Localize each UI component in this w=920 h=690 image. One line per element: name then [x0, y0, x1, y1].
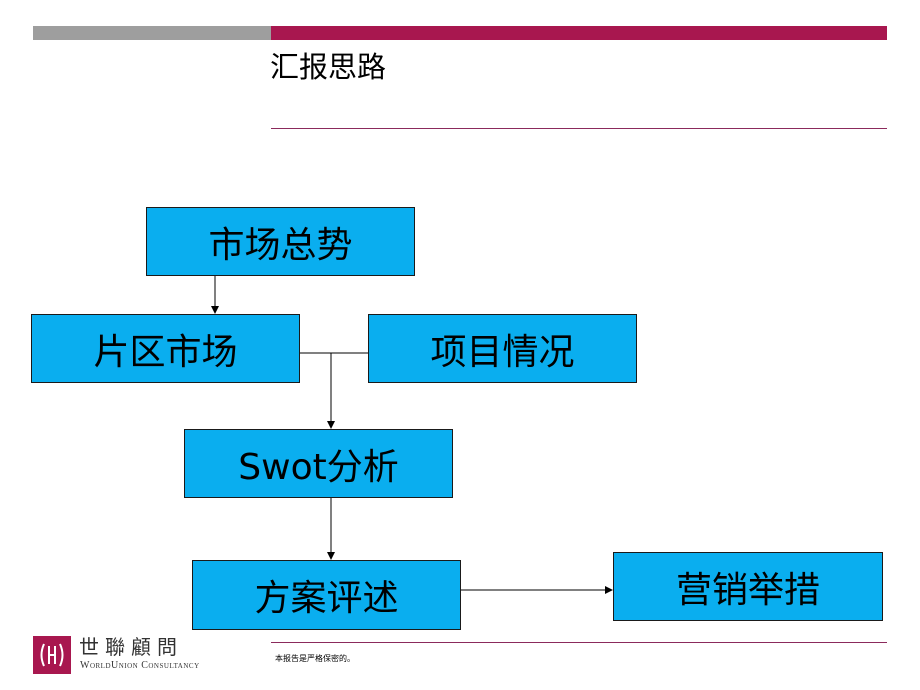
slide-title: 汇报思路 [270, 50, 387, 84]
node-plan-review: 方案评述 [192, 560, 461, 630]
node-swot-analysis: Swot分析 [184, 429, 453, 498]
header-bar-accent [271, 26, 887, 40]
node-project-status: 项目情况 [368, 314, 637, 383]
node-market-trend: 市场总势 [146, 207, 415, 276]
logo-chinese-name: 世聯顧問 [79, 635, 183, 659]
confidentiality-note: 本报告是严格保密的。 [275, 654, 355, 663]
node-sales-measures: 营销举措 [613, 552, 883, 621]
header-bar-gray [33, 26, 271, 40]
footer-divider [271, 642, 887, 643]
title-divider [271, 128, 887, 129]
logo-mark-icon [33, 636, 71, 674]
node-area-market: 片区市场 [31, 314, 300, 383]
logo-english-name: WorldUnion Consultancy [80, 660, 200, 671]
